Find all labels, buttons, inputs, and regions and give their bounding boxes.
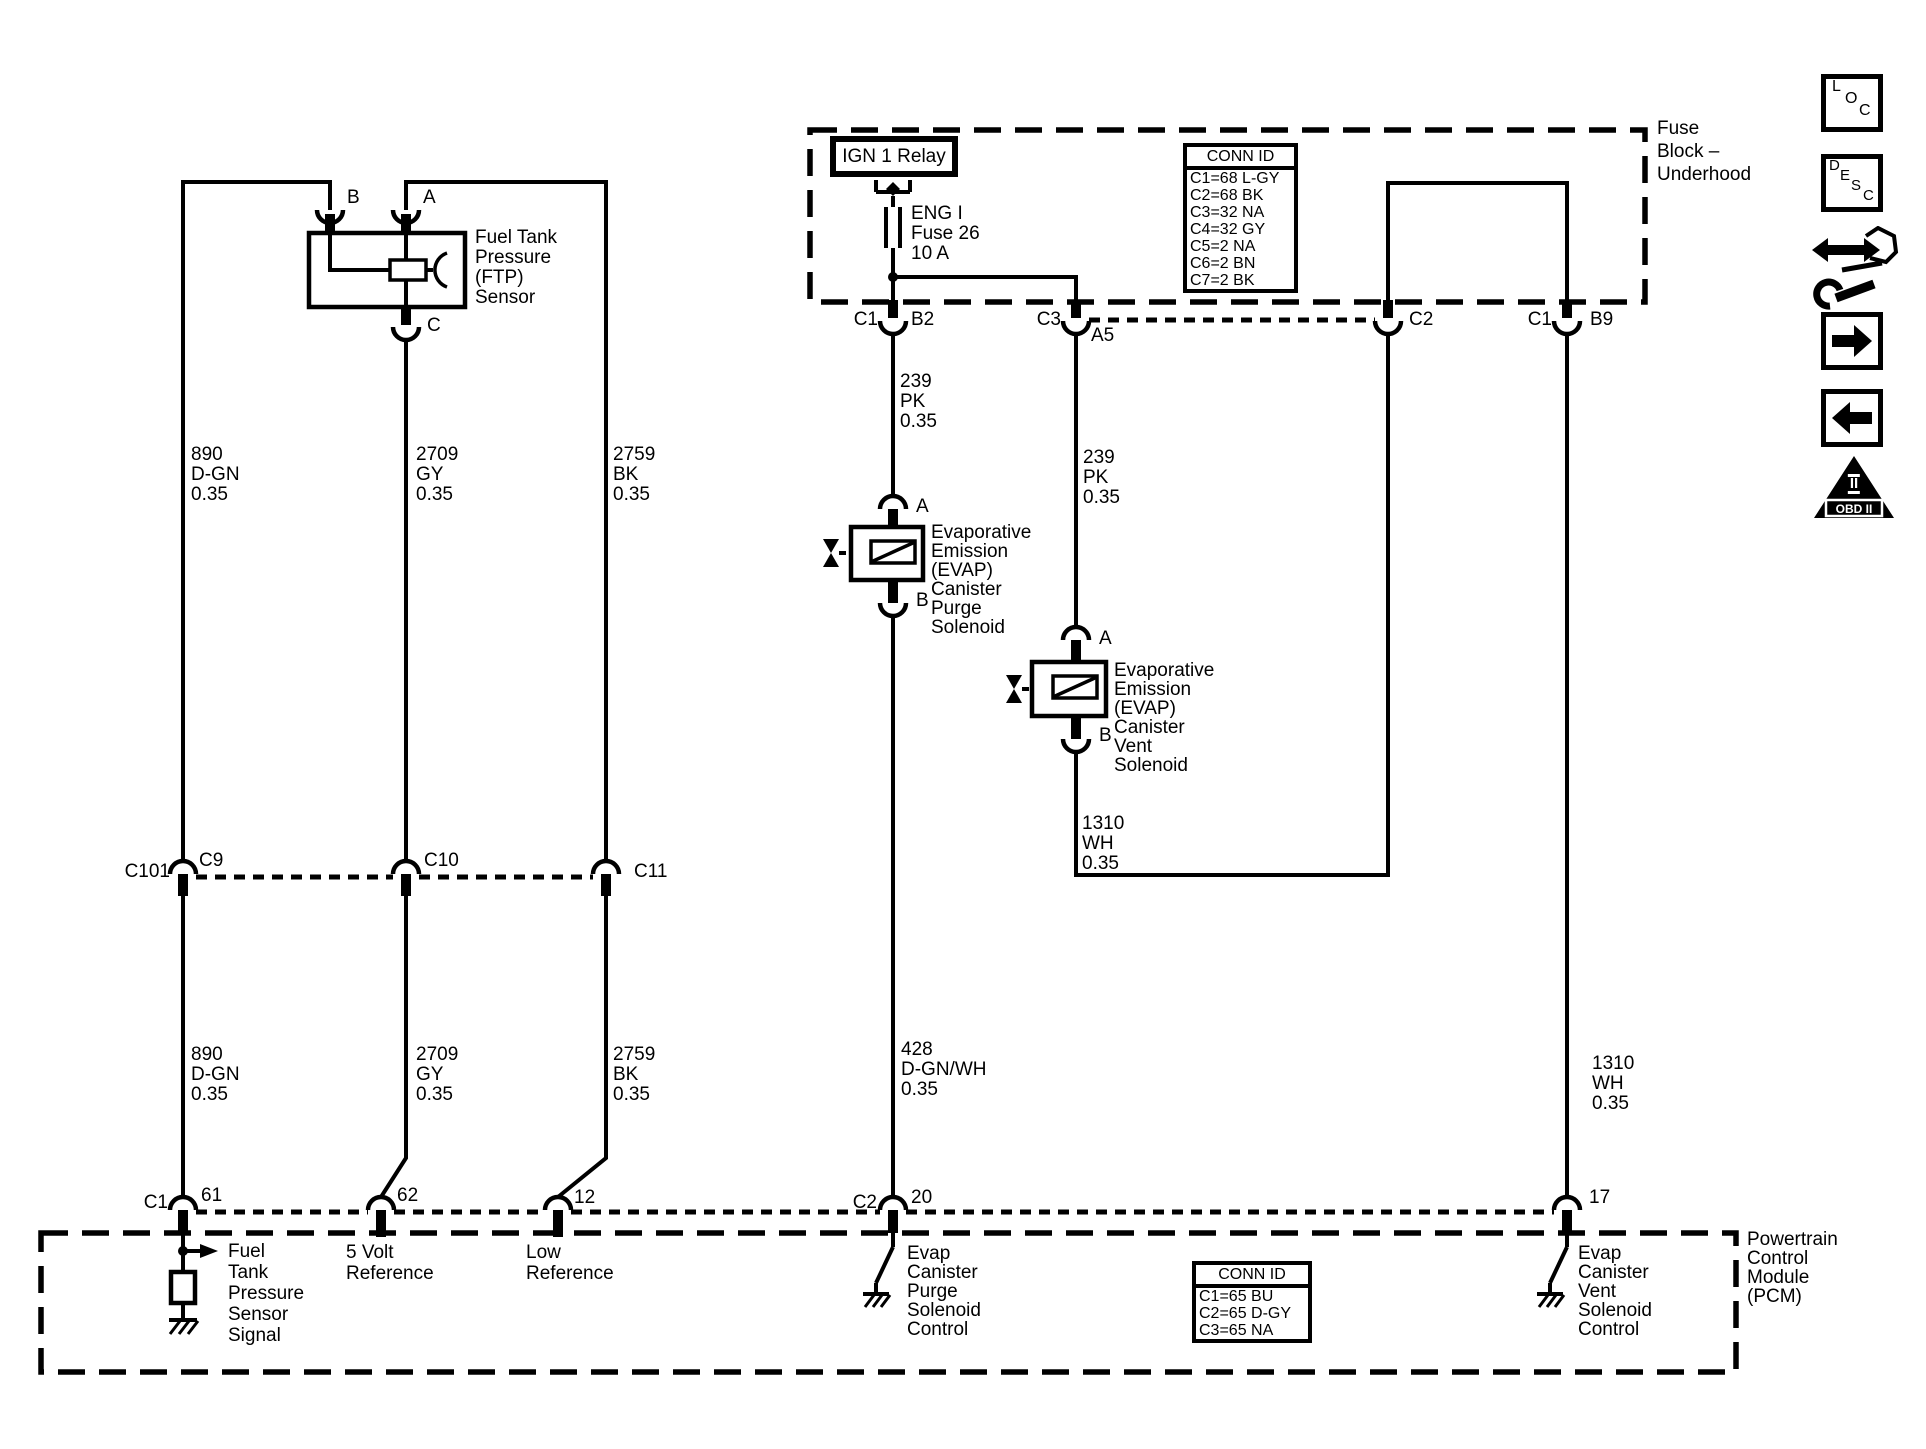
- pcm-connector-c2: C2: [852, 1192, 877, 1213]
- wire-label-239-purge: 239 PK 0.35: [900, 371, 937, 432]
- purge-pin-a: A: [916, 496, 929, 517]
- conn-id-top-row: C4=32 GY: [1190, 221, 1266, 238]
- diagnostic-tools-icon[interactable]: [1808, 225, 1900, 315]
- fb-conn-c2: C2: [1409, 309, 1434, 330]
- relay-terminal: [886, 182, 900, 196]
- vent-coil: [1051, 674, 1099, 700]
- conn-id-table-top: CONN ID C1=68 L-GY C2=68 BK C3=32 NA C4=…: [1183, 143, 1298, 293]
- ftp-sensor-label: Fuel Tank Pressure (FTP) Sensor: [475, 227, 558, 308]
- pcm-connector-c1: C1: [143, 1192, 168, 1213]
- ftp-pin-c: C: [427, 315, 441, 336]
- wire-label-1310-right: 1310 WH 0.35: [1592, 1053, 1635, 1114]
- pcm-pin-62: 62: [397, 1185, 419, 1206]
- wire-label-428: 428 D-GN/WH 0.35: [901, 1039, 987, 1100]
- conn-id-top-row: C2=68 BK: [1190, 187, 1264, 204]
- conn-id-bottom-row: C2=65 D-GY: [1199, 1305, 1292, 1322]
- fuse-block-title: Fuse Block – Underhood: [1657, 118, 1752, 185]
- conn-id-bottom-row: C1=65 BU: [1199, 1288, 1274, 1305]
- wire-label-2759-lower: 2759 BK 0.35: [613, 1044, 656, 1105]
- signal-arrow: [200, 1244, 218, 1258]
- purge-valve-symbol: [823, 539, 839, 553]
- pcm-title: Powertrain Control Module (PCM): [1747, 1229, 1838, 1307]
- location-icon[interactable]: L O C: [1821, 74, 1883, 132]
- ftp-sensor-box: [306, 230, 468, 310]
- vent-valve-symbol: [1006, 675, 1022, 689]
- pcm-pin-12: 12: [574, 1187, 596, 1208]
- fuse-label: ENG I Fuse 26 10 A: [911, 203, 980, 264]
- fb-conn-c1-left: C1: [853, 309, 878, 330]
- ftp-resistor: [388, 258, 428, 282]
- arrow-right-icon[interactable]: [1821, 312, 1883, 370]
- vent-pin-b: B: [1099, 725, 1112, 746]
- pcm-resistor: [168, 1269, 198, 1306]
- fuse-block-internal-wire: [1386, 181, 1569, 300]
- wire-2759-lower: [556, 896, 608, 1199]
- fb-pin-b9: B9: [1590, 309, 1614, 330]
- wire-label-239-vent: 239 PK 0.35: [1083, 447, 1120, 508]
- vent-solenoid-box: [1029, 659, 1109, 719]
- wire-label-890-upper: 890 D-GN 0.35: [191, 444, 240, 505]
- ftp-pin-b: B: [347, 187, 360, 208]
- obd2-icon[interactable]: II OBD II: [1812, 454, 1896, 522]
- vent-driver-switch: [1548, 1233, 1569, 1294]
- purge-solenoid-label: Evaporative Emission (EVAP) Canister Pur…: [931, 522, 1032, 638]
- wire-label-2709-upper: 2709 GY 0.35: [416, 444, 459, 505]
- wire-1310-mid: [1074, 334, 1390, 877]
- signal-vent-control: Evap Canister Vent Solenoid Control: [1578, 1243, 1652, 1340]
- wire-2709-lower: [379, 896, 408, 1199]
- conn-id-top-title: CONN ID: [1187, 147, 1294, 170]
- fb-pin-b2: B2: [911, 309, 935, 330]
- obd2-numeral: II: [1847, 474, 1861, 494]
- arrow-left-icon[interactable]: [1821, 389, 1883, 447]
- conn-id-top-row: C1=68 L-GY: [1190, 170, 1280, 187]
- pcm-pin-61: 61: [201, 1185, 223, 1206]
- signal-5v-reference: 5 Volt Reference: [346, 1242, 434, 1284]
- wire-label-2709-lower: 2709 GY 0.35: [416, 1044, 459, 1105]
- obd2-label: OBD II: [1835, 502, 1873, 516]
- ign1-relay: IGN 1 Relay: [830, 136, 958, 177]
- signal-purge-control: Evap Canister Purge Solenoid Control: [907, 1243, 981, 1340]
- wire-label-890-lower: 890 D-GN 0.35: [191, 1044, 240, 1105]
- conn-id-top-row: C3=32 NA: [1190, 204, 1265, 221]
- wire-label-1310-mid: 1310 WH 0.35: [1082, 813, 1125, 874]
- connector-c10: C10: [424, 850, 459, 871]
- purge-coil: [869, 539, 917, 565]
- pcm-pin-17: 17: [1589, 1187, 1611, 1208]
- signal-low-reference: Low Reference: [526, 1242, 614, 1284]
- conn-id-bottom-row: C3=65 NA: [1199, 1322, 1274, 1339]
- connector-c101: C101: [124, 861, 170, 882]
- conn-id-table-bottom: CONN ID C1=65 BU C2=65 D-GY C3=65 NA: [1192, 1261, 1312, 1343]
- conn-id-top-row: C7=2 BK: [1190, 272, 1255, 289]
- conn-id-top-row: C5=2 NA: [1190, 238, 1256, 255]
- ftp-pin-a: A: [423, 187, 436, 208]
- fuse-block-border: [807, 127, 1648, 305]
- ftp-transducer-curve: [433, 251, 448, 289]
- vent-solenoid-label: Evaporative Emission (EVAP) Canister Ven…: [1114, 660, 1215, 776]
- wire-label-2759-upper: 2759 BK 0.35: [613, 444, 656, 505]
- wire-branch-239: [893, 275, 1078, 300]
- connector-c11: C11: [634, 861, 668, 882]
- purge-pin-b: B: [916, 590, 929, 611]
- fuse-symbol: [884, 207, 902, 248]
- wire-2759-upper: [404, 180, 608, 861]
- fb-conn-c1-right: C1: [1527, 309, 1552, 330]
- fb-conn-c3: C3: [1036, 309, 1061, 330]
- ign1-relay-label: IGN 1 Relay: [842, 145, 946, 167]
- signal-ftp-label: Fuel Tank Pressure Sensor Signal: [228, 1241, 305, 1346]
- purge-driver-switch: [874, 1233, 895, 1294]
- pcm-pin-20: 20: [911, 1187, 933, 1208]
- fb-pin-a5: A5: [1091, 325, 1115, 346]
- conn-id-top-row: C6=2 BN: [1190, 255, 1256, 272]
- description-icon[interactable]: D E S C: [1821, 154, 1883, 212]
- pcm-border: [38, 1230, 1739, 1375]
- vent-pin-a: A: [1099, 628, 1112, 649]
- connector-c9: C9: [199, 850, 224, 871]
- conn-id-bottom-title: CONN ID: [1196, 1265, 1308, 1288]
- purge-solenoid-box: [848, 524, 926, 583]
- wire-890-upper: [181, 180, 332, 861]
